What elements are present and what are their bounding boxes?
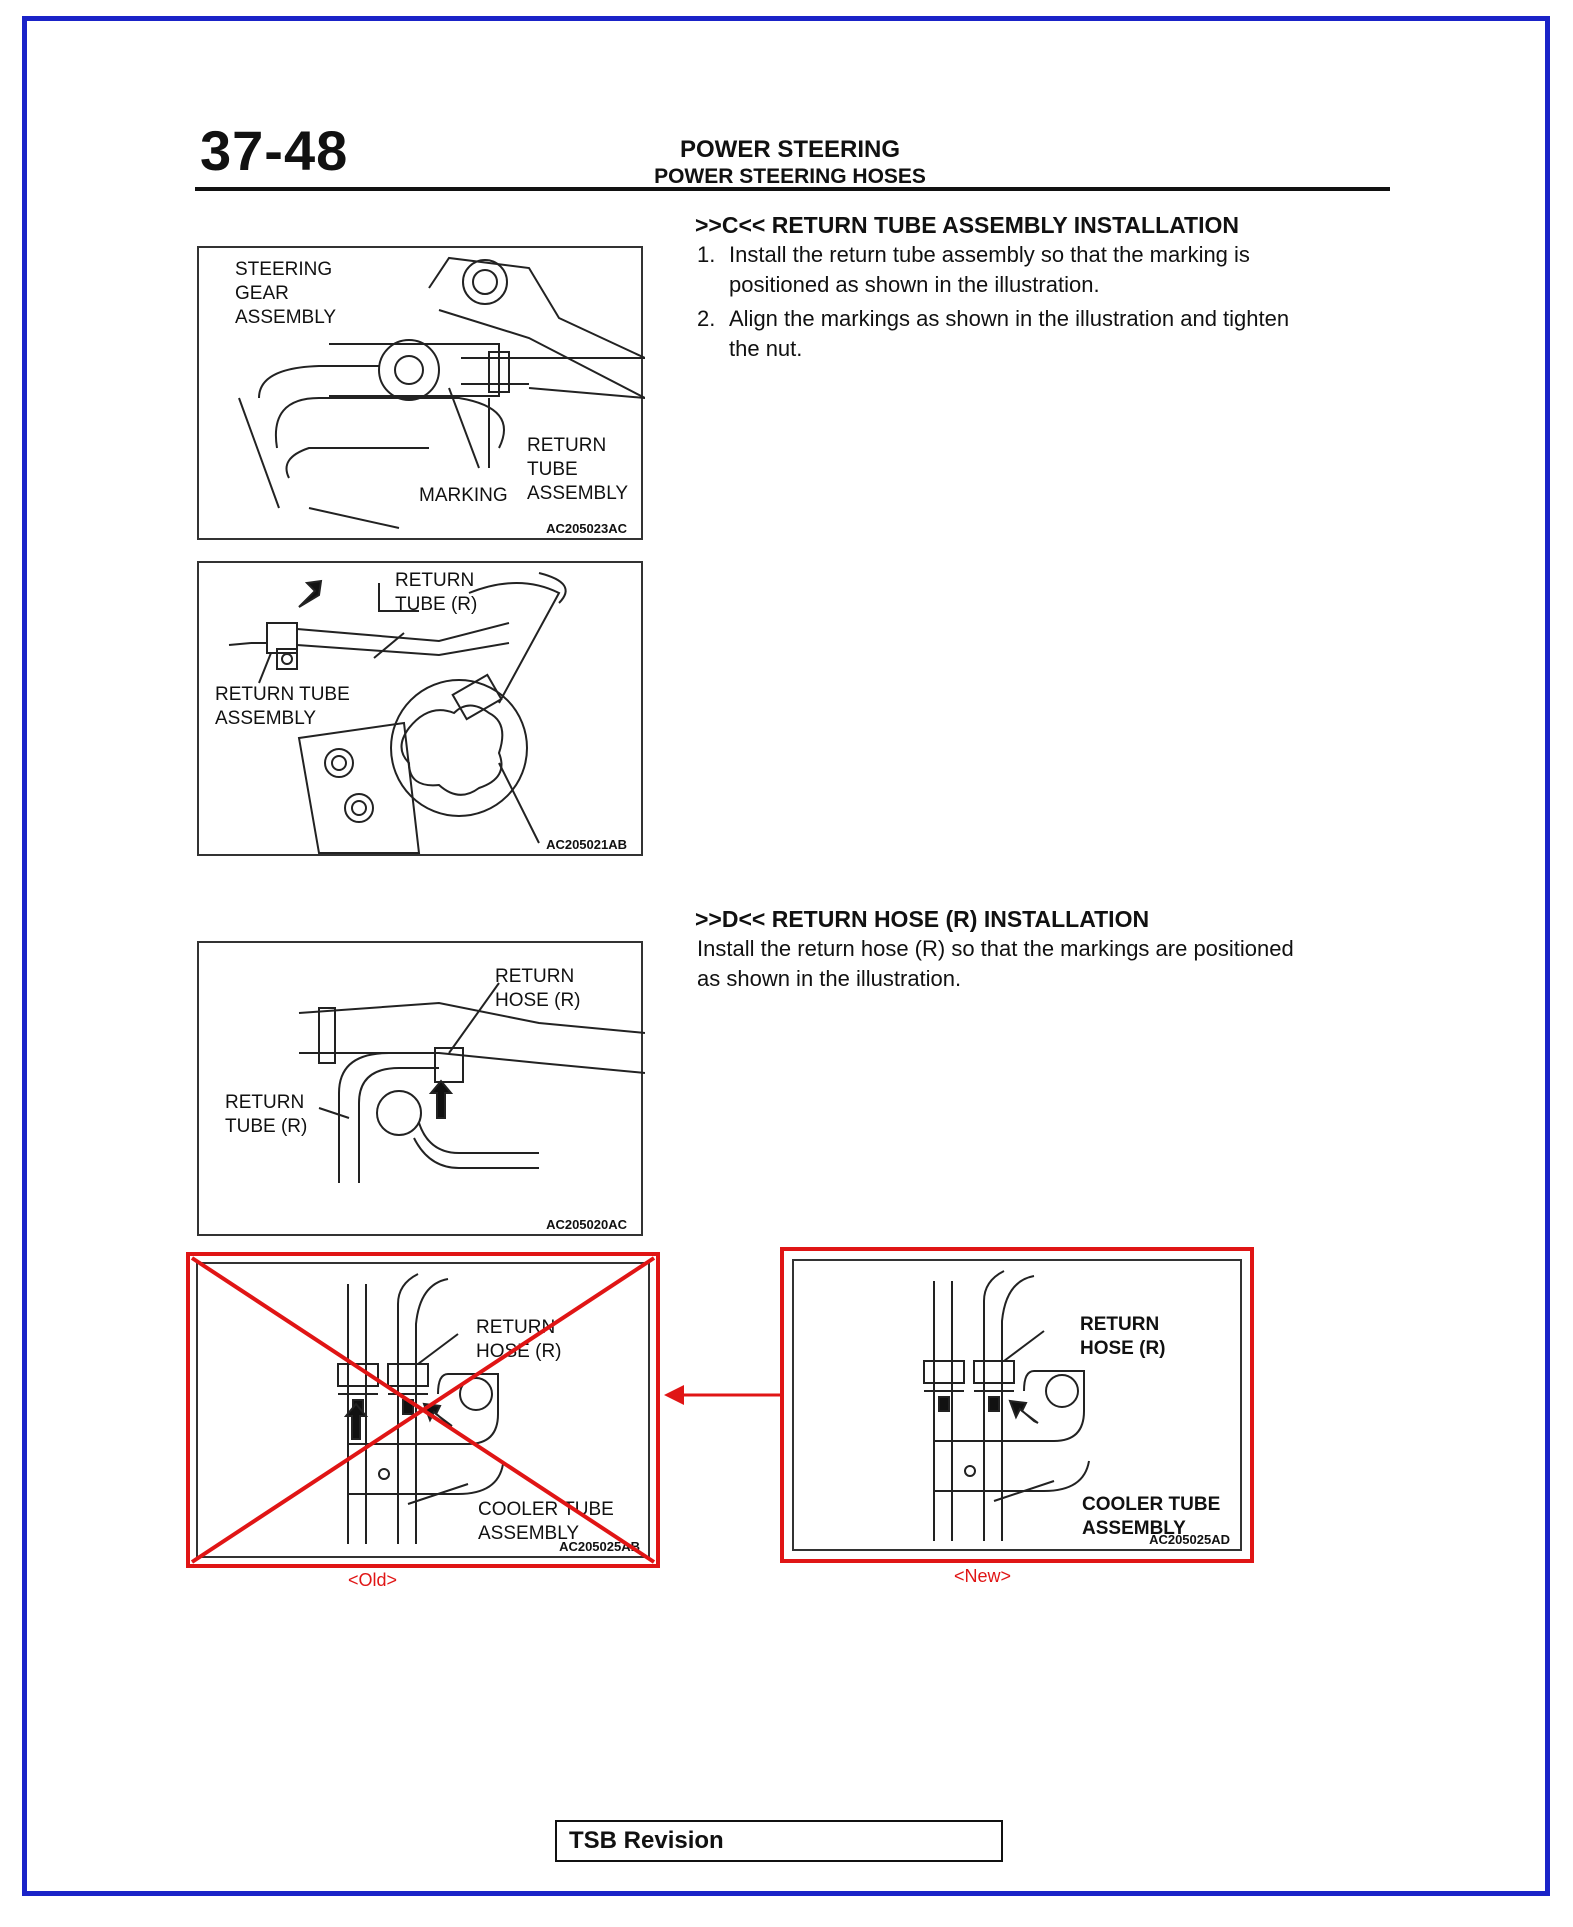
label-marking: MARKING [419, 485, 508, 506]
step-line: positioned as shown in the illustration. [729, 272, 1100, 297]
old-cooler-tube-illustration [337, 1273, 504, 1544]
step-number: 2. [697, 306, 716, 331]
figure-return-hose: RETURN HOSE (R) RETURN TUBE (R) AC205020… [197, 941, 645, 1236]
new-caption: <New> [954, 1566, 1012, 1586]
section-d-body: Install the return hose (R) so that the … [697, 934, 1397, 994]
new-cooler-tube-illustration [923, 1270, 1090, 1541]
section-c-step-1: 1. Install the return tube assembly so t… [697, 240, 1387, 304]
label-cooler-tube: COOLER TUBE ASSEMBLY [478, 1499, 614, 1544]
label-return-tube: RETURN TUBE ASSEMBLY [527, 435, 629, 504]
page-number: 37-48 [200, 119, 349, 182]
label-return-tube-assembly: RETURN TUBE ASSEMBLY [215, 684, 350, 729]
figure-return-tube: RETURN TUBE (R) RETURN TUBE ASSEMBLY AC2… [197, 561, 643, 856]
label-return-tube-r: RETURN TUBE (R) [395, 570, 478, 615]
figure-code: AC205020AC [546, 1217, 627, 1232]
body-line: Install the return hose (R) so that the … [697, 936, 1294, 961]
replacement-arrow-icon [664, 1385, 780, 1405]
figure-code: AC205023AC [546, 521, 627, 536]
label-steering-gear: STEERING GEAR ASSEMBLY [235, 259, 337, 328]
steering-gear-illustration [238, 256, 645, 529]
header-rule [195, 187, 1390, 191]
step-line: the nut. [729, 336, 803, 361]
label-return-tube-r: RETURN TUBE (R) [225, 1092, 308, 1137]
step-number: 1. [697, 242, 716, 267]
cross-out-mark [190, 1256, 656, 1564]
section-c-title: >>C<< RETURN TUBE ASSEMBLY INSTALLATION [695, 212, 1239, 238]
section-title: POWER STEERING [679, 136, 901, 163]
tsb-revision-box: TSB Revision [555, 1820, 1003, 1862]
figure-new: RETURN HOSE (R) COOLER TUBE ASSEMBLY AC2… [792, 1259, 1242, 1551]
body-line: as shown in the illustration. [697, 966, 962, 991]
figure-code: AC205025AD [1149, 1532, 1230, 1547]
subsection-title: POWER STEERING HOSES [654, 165, 926, 188]
return-tube-illustration [228, 572, 567, 854]
step-line: Install the return tube assembly so that… [729, 242, 1250, 267]
label-return-hose-r: RETURN HOSE (R) [495, 966, 581, 1011]
step-line: Align the markings as shown in the illus… [729, 306, 1290, 331]
figure-code: AC205021AB [546, 837, 627, 852]
section-c-step-2: 2. Align the markings as shown in the il… [697, 304, 1387, 368]
return-hose-illustration [298, 982, 645, 1183]
page-frame [22, 16, 1550, 1896]
label-cooler-tube: COOLER TUBE ASSEMBLY [1082, 1494, 1221, 1539]
label-return-hose-r: RETURN HOSE (R) [1080, 1314, 1166, 1359]
old-figure-highlight: RETURN HOSE (R) COOLER TUBE ASSEMBLY AC2… [186, 1252, 660, 1568]
figure-code: AC205025AB [559, 1539, 640, 1554]
old-caption: <Old> [348, 1570, 398, 1590]
figure-steering-gear: STEERING GEAR ASSEMBLY MARKING RETURN TU… [197, 246, 645, 540]
new-figure-highlight: RETURN HOSE (R) COOLER TUBE ASSEMBLY AC2… [780, 1247, 1254, 1563]
section-d-title: >>D<< RETURN HOSE (R) INSTALLATION [695, 906, 1150, 932]
